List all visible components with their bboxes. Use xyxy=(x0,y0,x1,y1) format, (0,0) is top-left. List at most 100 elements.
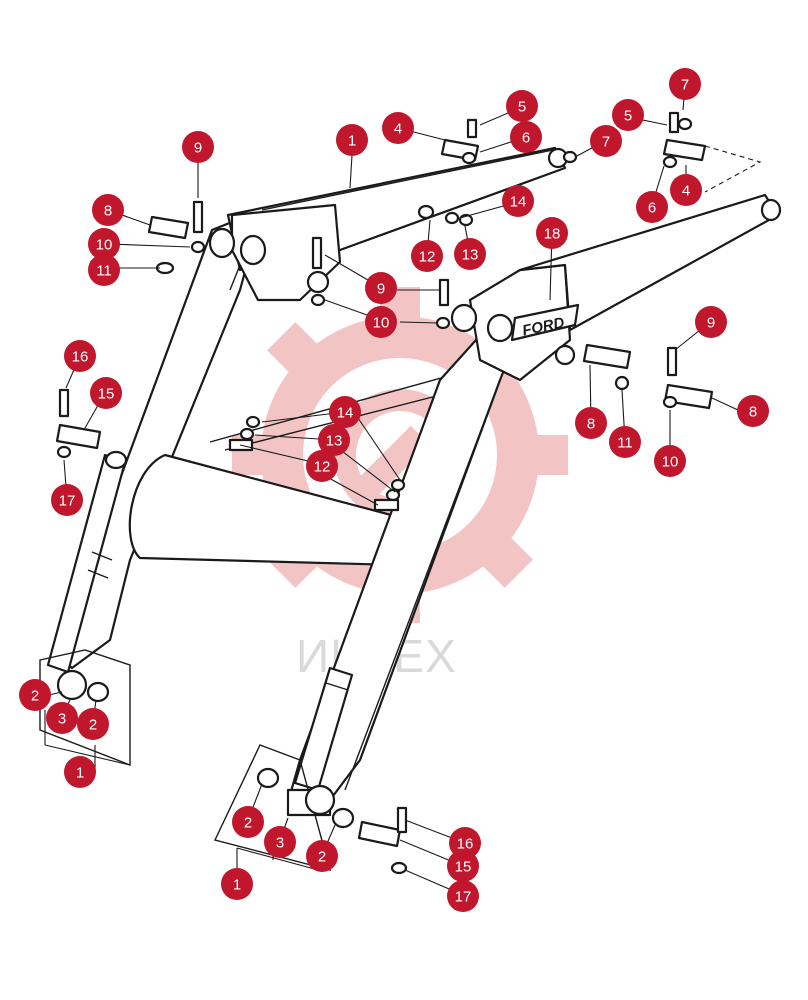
callout-c-15a: 15 xyxy=(90,377,122,409)
callout-c-left-2b: 2 xyxy=(77,708,109,740)
callout-c-14b: 14 xyxy=(329,396,361,428)
callout-c-16b: 16 xyxy=(449,827,481,859)
callout-c-top-1: 1 xyxy=(336,124,368,156)
callout-label: 3 xyxy=(58,711,66,728)
callout-bubble xyxy=(447,850,479,882)
callout-c-16a: 16 xyxy=(64,340,96,372)
callout-c-13a: 13 xyxy=(454,238,486,270)
callout-label: 7 xyxy=(681,77,689,94)
callout-c-18: 18 xyxy=(536,217,568,249)
callout-bubble xyxy=(64,340,96,372)
callout-bubble xyxy=(64,756,96,788)
callout-c-11b: 11 xyxy=(609,426,641,458)
callout-bubble xyxy=(636,191,668,223)
callout-label: 2 xyxy=(318,849,326,866)
callout-c-11a: 11 xyxy=(88,254,120,286)
callout-bubble xyxy=(77,708,109,740)
callout-label: 15 xyxy=(455,859,472,876)
callout-label: 17 xyxy=(455,889,472,906)
callout-label: 13 xyxy=(326,433,343,450)
callout-label: 8 xyxy=(749,404,757,421)
callout-bubble xyxy=(90,377,122,409)
callout-label: 8 xyxy=(104,203,112,220)
callout-bubble xyxy=(695,306,727,338)
callout-c-9b: 9 xyxy=(365,272,397,304)
hardware xyxy=(55,111,762,875)
right-bottom-mount xyxy=(214,744,355,871)
callout-c-9c: 9 xyxy=(695,306,727,338)
callout-label: 3 xyxy=(276,835,284,852)
right-boom xyxy=(518,193,782,332)
callout-label: 16 xyxy=(72,349,89,366)
callout-bubble xyxy=(365,272,397,304)
callout-c-14a: 14 xyxy=(502,185,534,217)
callout-label: 13 xyxy=(462,247,479,264)
callout-c-top-7: 7 xyxy=(590,125,622,157)
callout-c-12b: 12 xyxy=(306,450,338,482)
callout-bubble xyxy=(670,174,702,206)
callout-c-tr-5: 5 xyxy=(612,99,644,131)
callout-label: 14 xyxy=(510,194,527,211)
callout-bubble xyxy=(88,254,120,286)
callout-bubble xyxy=(454,238,486,270)
callout-bubble xyxy=(536,217,568,249)
callout-bubble xyxy=(382,112,414,144)
callout-label: 10 xyxy=(96,237,113,254)
callout-label: 15 xyxy=(98,386,115,403)
callout-bubble xyxy=(365,306,397,338)
callout-bubble xyxy=(502,185,534,217)
callout-bubble xyxy=(510,121,542,153)
callout-c-8b: 8 xyxy=(575,407,607,439)
callout-c-17a: 17 xyxy=(51,484,83,516)
callout-c-bot-3: 3 xyxy=(264,826,296,858)
callout-label: 9 xyxy=(707,315,715,332)
callout-label: 8 xyxy=(587,416,595,433)
callout-bubble xyxy=(447,880,479,912)
callout-c-tr-4: 4 xyxy=(670,174,702,206)
callout-c-left-2a: 2 xyxy=(19,679,51,711)
callout-c-tr-6: 6 xyxy=(636,191,668,223)
callout-bubble xyxy=(449,827,481,859)
callout-bubble xyxy=(182,131,214,163)
callout-label: 12 xyxy=(419,249,436,266)
callout-bubble xyxy=(609,426,641,458)
callout-label: 17 xyxy=(59,493,76,510)
callout-label: 10 xyxy=(373,315,390,332)
callout-label: 5 xyxy=(518,99,526,116)
callout-label: 10 xyxy=(662,454,679,471)
callout-label: 5 xyxy=(624,108,632,125)
callout-label: 9 xyxy=(377,281,385,298)
callout-label: 12 xyxy=(314,459,331,476)
callout-c-top-6: 6 xyxy=(510,121,542,153)
callout-bubble xyxy=(669,68,701,100)
callout-c-10b: 10 xyxy=(365,306,397,338)
callout-bubble xyxy=(46,702,78,734)
callout-label: 18 xyxy=(544,226,561,243)
callout-bubble xyxy=(306,450,338,482)
callout-bubble xyxy=(51,484,83,516)
callout-bubble xyxy=(737,395,769,427)
callout-label: 16 xyxy=(457,836,474,853)
callout-label: 1 xyxy=(76,765,84,782)
callout-c-tr-7: 7 xyxy=(669,68,701,100)
callout-bubble xyxy=(506,90,538,122)
callout-label: 7 xyxy=(602,134,610,151)
callout-c-bot-2a: 2 xyxy=(232,806,264,838)
callout-bubble xyxy=(612,99,644,131)
callout-label: 4 xyxy=(394,121,402,138)
callout-bubble xyxy=(19,679,51,711)
callout-bubble xyxy=(221,868,253,900)
callout-label: 4 xyxy=(682,183,690,200)
callout-bubble xyxy=(318,424,350,456)
callout-bubble xyxy=(654,445,686,477)
callout-c-9a: 9 xyxy=(182,131,214,163)
callout-label: 2 xyxy=(244,815,252,832)
callout-c-10c: 10 xyxy=(654,445,686,477)
callout-c-10a: 10 xyxy=(88,228,120,260)
callout-c-12a: 12 xyxy=(411,240,443,272)
callout-bubble xyxy=(92,194,124,226)
callout-label: 9 xyxy=(194,140,202,157)
callout-label: 11 xyxy=(617,435,633,452)
callout-label: 14 xyxy=(337,405,354,422)
callout-c-left-1: 1 xyxy=(64,756,96,788)
